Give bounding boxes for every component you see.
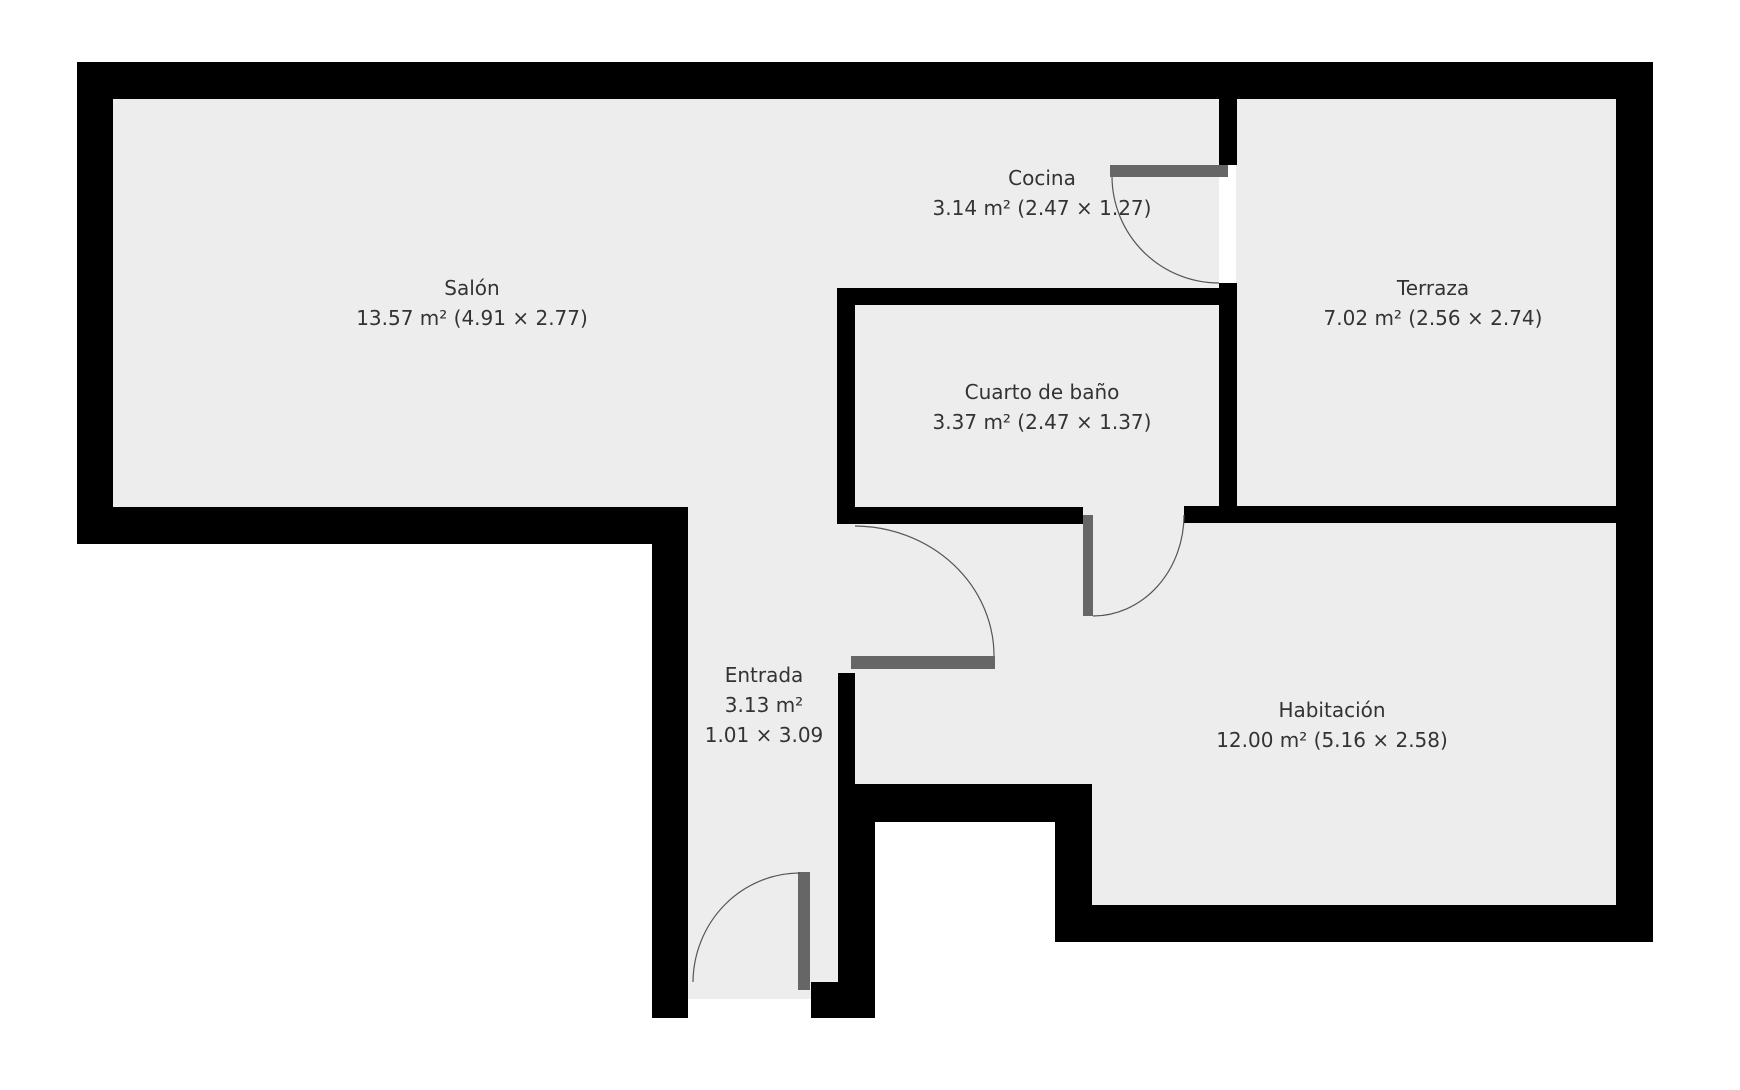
- floors: [113, 99, 1618, 999]
- wall-bano-bottom-right: [1184, 506, 1653, 523]
- wall-right: [1616, 62, 1653, 942]
- wall-habitacion-notch-top: [838, 784, 1092, 822]
- wall-bano-top: [837, 288, 1236, 305]
- room-name: Cocina: [1008, 166, 1076, 190]
- door-arc-habitacion: [854, 525, 995, 657]
- room-area-dims: 3.14 m² (2.47 × 1.27): [932, 196, 1152, 220]
- room-name: Habitación: [1278, 698, 1386, 722]
- wall-entrada-left: [652, 507, 688, 1018]
- room-label-bano: Cuarto de baño 3.37 m² (2.47 × 1.37): [933, 377, 1152, 437]
- room-label-salon: Salón 13.57 m² (4.91 × 2.77): [356, 273, 588, 333]
- wall-bano-bottom-left: [837, 507, 1083, 524]
- room-area-dims: 7.02 m² (2.56 × 2.74): [1323, 306, 1543, 330]
- room-label-cocina: Cocina 3.14 m² (2.47 × 1.27): [933, 163, 1152, 223]
- doors: [692, 165, 1228, 990]
- door-leaf-entrada: [798, 872, 810, 990]
- door-arc-entrada: [692, 872, 801, 983]
- wall-salon-bottom: [77, 507, 688, 544]
- room-name: Terraza: [1396, 276, 1470, 300]
- wall-top: [77, 62, 1653, 99]
- door-leaf-habitacion: [851, 656, 995, 669]
- room-name: Entrada: [724, 663, 804, 687]
- wall-left: [77, 62, 113, 544]
- room-area: 3.13 m²: [724, 693, 804, 717]
- wall-entrada-bottom-stub: [811, 982, 875, 1018]
- wall-bano-right: [1219, 283, 1237, 523]
- floor-habitacion: [838, 507, 1618, 784]
- door-leaf-cocina: [1110, 165, 1228, 177]
- walls: [77, 62, 1653, 1018]
- room-area-dims: 3.37 m² (2.47 × 1.37): [932, 410, 1152, 434]
- room-dims: 1.01 × 3.09: [704, 723, 824, 747]
- wall-habitacion-bottom: [1055, 905, 1653, 942]
- wall-entrada-right-outer: [855, 784, 875, 1018]
- room-area-dims: 13.57 m² (4.91 × 2.77): [356, 306, 588, 330]
- room-label-terraza: Terraza 7.02 m² (2.56 × 2.74): [1324, 273, 1543, 333]
- door-arc-bano: [1092, 514, 1185, 617]
- room-area-dims: 12.00 m² (5.16 × 2.58): [1216, 728, 1448, 752]
- floor-terraza: [1236, 99, 1616, 507]
- door-leaf-bano: [1083, 515, 1093, 616]
- floor-entrada: [688, 507, 838, 999]
- wall-cocina-terraza-stub: [1219, 62, 1237, 165]
- room-name: Salón: [444, 276, 500, 300]
- wall-bano-left: [837, 288, 855, 524]
- room-label-habitacion: Habitación 12.00 m² (5.16 × 2.58): [1216, 695, 1448, 755]
- door-arc-cocina: [1111, 176, 1220, 284]
- room-label-entrada: Entrada 3.13 m² 1.01 × 3.09: [705, 660, 824, 750]
- wall-entrada-right: [838, 673, 855, 1018]
- floor-habitacion-lower: [1092, 784, 1618, 905]
- room-name: Cuarto de baño: [964, 380, 1120, 404]
